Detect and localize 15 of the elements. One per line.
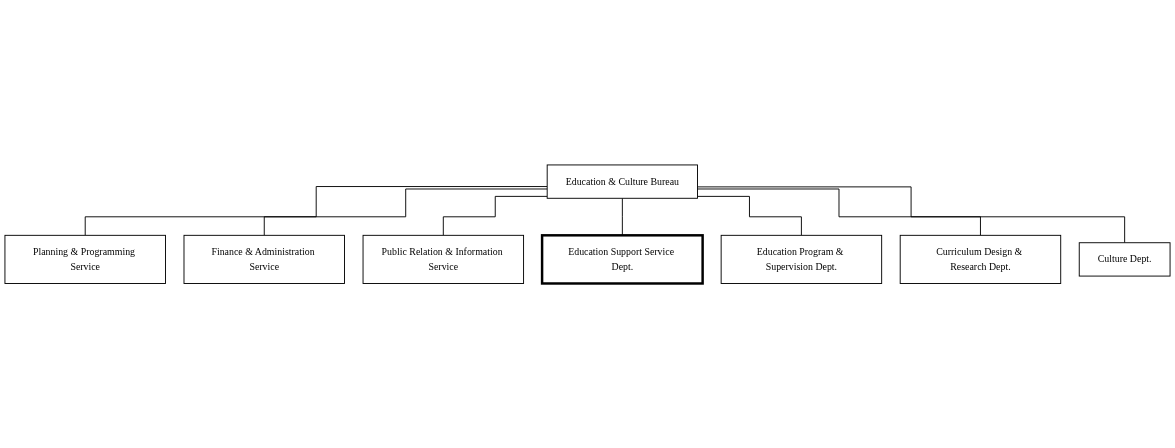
node-box: Culture Dept.: [1078, 242, 1171, 277]
node-box: Planning & Programming Service: [4, 234, 166, 284]
connector: [621, 197, 623, 236]
connector: [697, 186, 1126, 243]
connector: [84, 185, 548, 236]
node-box: Education Support Service Dept.: [540, 233, 704, 285]
connector: [263, 188, 548, 236]
node-box: Public Relation & Information Service: [362, 234, 525, 284]
node-box: Education & Culture Bureau: [546, 164, 698, 199]
connector: [442, 195, 548, 236]
connector: [697, 188, 981, 236]
node-box: Curriculum Design & Research Dept.: [899, 234, 1062, 284]
node-box: Finance & Administration Service: [183, 234, 345, 284]
node-box: Education Program & Supervision Dept.: [720, 234, 883, 284]
connector: [697, 195, 802, 236]
